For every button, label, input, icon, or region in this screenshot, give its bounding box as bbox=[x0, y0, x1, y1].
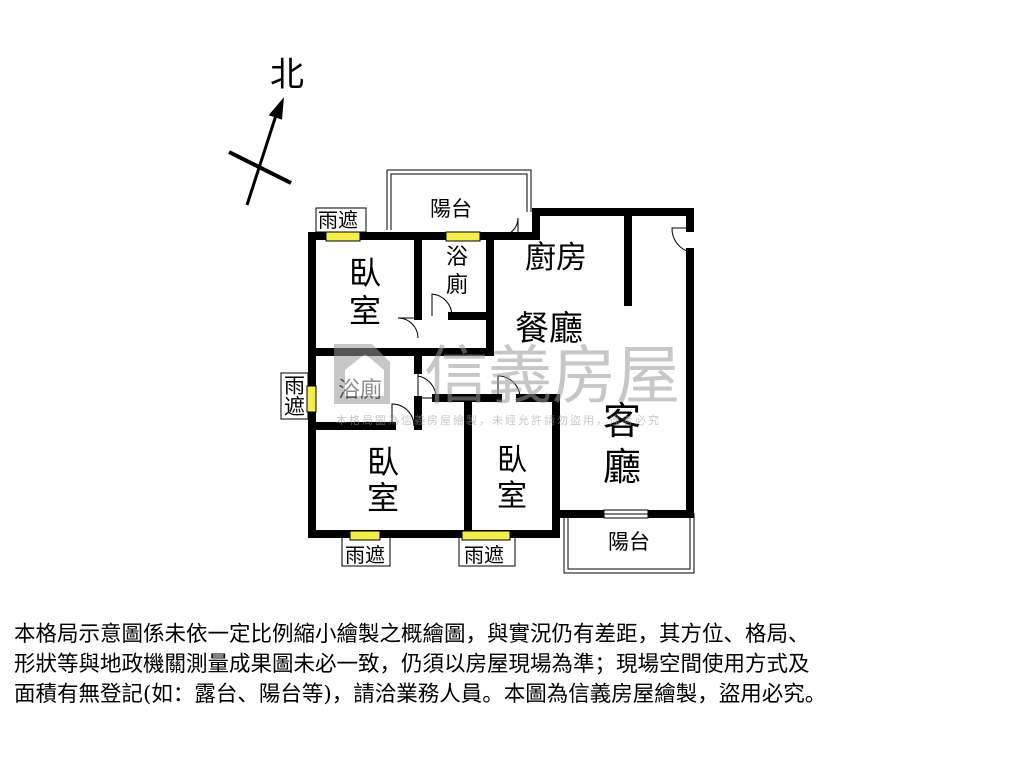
dining-label: 餐廳 bbox=[515, 309, 583, 349]
balconies bbox=[386, 169, 695, 574]
bedroom-bottom-mid-label-1: 臥 bbox=[497, 443, 527, 478]
balcony-bottom-outline bbox=[563, 513, 695, 574]
canopy-top-left-label: 雨遮 bbox=[318, 208, 358, 232]
watermark: 信義房屋 本格局圖為信義房屋繪製，未經允許請勿盜用，違者必究 bbox=[334, 340, 680, 427]
bath-top-label-2: 廁 bbox=[446, 273, 468, 298]
living-label-2: 廳 bbox=[603, 445, 641, 489]
door-bath-top bbox=[431, 293, 453, 317]
balcony-bottom-inner bbox=[567, 513, 691, 570]
balcony-top-outline bbox=[386, 169, 532, 230]
disclaimer-line-3: 面積有無登記(如：露台、陽台等)，請洽業務人員。本圖為信義房屋繪製，盜用必究。 bbox=[14, 682, 827, 707]
window-bottom-left bbox=[349, 530, 381, 541]
door-bedroom-bottom-mid bbox=[497, 375, 521, 399]
door-bedroom-top bbox=[397, 317, 419, 339]
bedroom-bottom-left-label-1: 臥 bbox=[367, 443, 399, 481]
compass-arrow-shaft bbox=[245, 105, 281, 206]
floor-plan: 北 bbox=[228, 55, 695, 574]
compass: 北 bbox=[228, 55, 304, 206]
window-bath-top bbox=[445, 231, 481, 242]
disclaimer: 本格局示意圖係未依一定比例縮小繪製之概繪圖，與實況仍有差距，其方位、格局、 形狀… bbox=[14, 620, 1014, 710]
north-label: 北 bbox=[270, 55, 304, 95]
door-bath-mid bbox=[391, 403, 415, 427]
door-bedroom-bottom-left bbox=[417, 372, 437, 399]
balcony-top-label: 陽台 bbox=[430, 197, 472, 221]
balcony-bottom-label: 陽台 bbox=[608, 530, 650, 554]
bedroom-top-label-1: 臥 bbox=[349, 254, 381, 292]
canopy-bottom-left-label: 雨遮 bbox=[345, 543, 385, 567]
door-entrance bbox=[671, 227, 691, 253]
canopy-left-label-1: 雨 bbox=[284, 374, 305, 398]
living-label-1: 客 bbox=[603, 399, 641, 443]
compass-cross bbox=[228, 150, 292, 185]
canopy-bottom-mid-label: 雨遮 bbox=[464, 543, 504, 567]
bath-top-label-1: 浴 bbox=[446, 245, 468, 270]
bedroom-top-label-2: 室 bbox=[349, 292, 381, 330]
compass-arrow-head bbox=[268, 97, 284, 120]
door-balcony-top bbox=[499, 217, 519, 237]
balcony-top-inner bbox=[390, 173, 528, 230]
watermark-subtext: 本格局圖為信義房屋繪製，未經允許請勿盜用，違者必究 bbox=[336, 413, 661, 427]
bedroom-bottom-left-label-2: 室 bbox=[367, 479, 399, 517]
window-top-left bbox=[325, 231, 361, 242]
disclaimer-line-1: 本格局示意圖係未依一定比例縮小繪製之概繪圖，與實況仍有差距，其方位、格局、 bbox=[14, 622, 810, 647]
canopy-labels: 雨遮 雨 遮 雨遮 雨遮 bbox=[284, 208, 504, 567]
disclaimer-line-2: 形狀等與地政機關測量成果圖未必一致，仍須以房屋現場為準；現場空間使用方式及 bbox=[14, 652, 810, 677]
canopy-left-label-2: 遮 bbox=[284, 395, 305, 419]
kitchen-label: 廚房 bbox=[525, 240, 587, 276]
windows bbox=[306, 231, 511, 541]
window-left bbox=[306, 385, 317, 413]
window-bottom-mid bbox=[461, 530, 511, 541]
doors bbox=[391, 217, 691, 519]
bedroom-bottom-mid-label-2: 室 bbox=[497, 479, 527, 514]
watermark-logo bbox=[334, 344, 390, 404]
room-labels: 臥 室 浴 廁 廚房 餐廳 浴廁 臥 室 臥 室 客 廳 陽台 陽台 bbox=[338, 197, 650, 554]
watermark-brand: 信義房屋 bbox=[424, 340, 680, 414]
